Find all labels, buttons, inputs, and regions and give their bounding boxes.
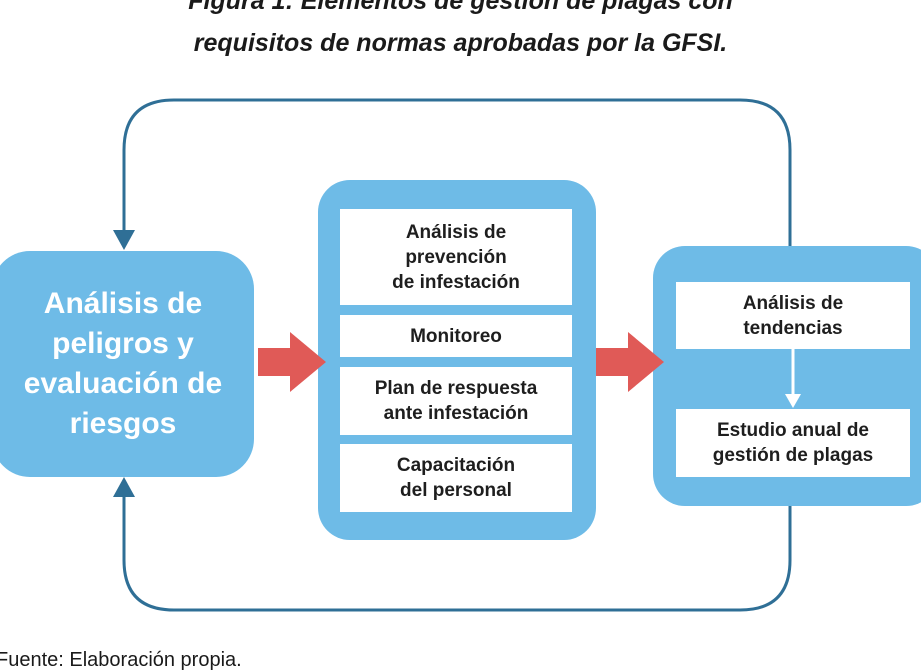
arrow-left-to-middle (258, 332, 326, 392)
infestation-prevention-box: Análisis de prevención de infestación (340, 209, 572, 305)
arrow-middle-to-right (596, 332, 664, 392)
feedback-loop-line (122, 98, 792, 612)
trend-to-annual-arrowhead (785, 394, 801, 408)
monitoring-box: Monitoreo (340, 315, 572, 357)
trend-analysis-box: Análisis de tendencias (676, 282, 910, 349)
infestation-response-plan-box: Plan de respuesta ante infestación (340, 367, 572, 435)
loop-arrowhead-down (113, 230, 135, 250)
hazard-analysis-panel (0, 251, 254, 477)
annual-pest-review-box: Estudio anual de gestión de plagas (676, 409, 910, 477)
figure-title-line-1: Figura 1: Elementos de gestión de plagas… (188, 0, 733, 15)
source-note: Fuente: Elaboración propia. (0, 649, 242, 671)
figure-title-line-2: requisitos de normas aprobadas por la GF… (193, 29, 728, 57)
staff-training-box: Capacitación del personal (340, 444, 572, 512)
loop-arrowhead-up (113, 477, 135, 497)
hazard-analysis-label: Análisis de peligros y evaluación de rie… (23, 287, 223, 440)
